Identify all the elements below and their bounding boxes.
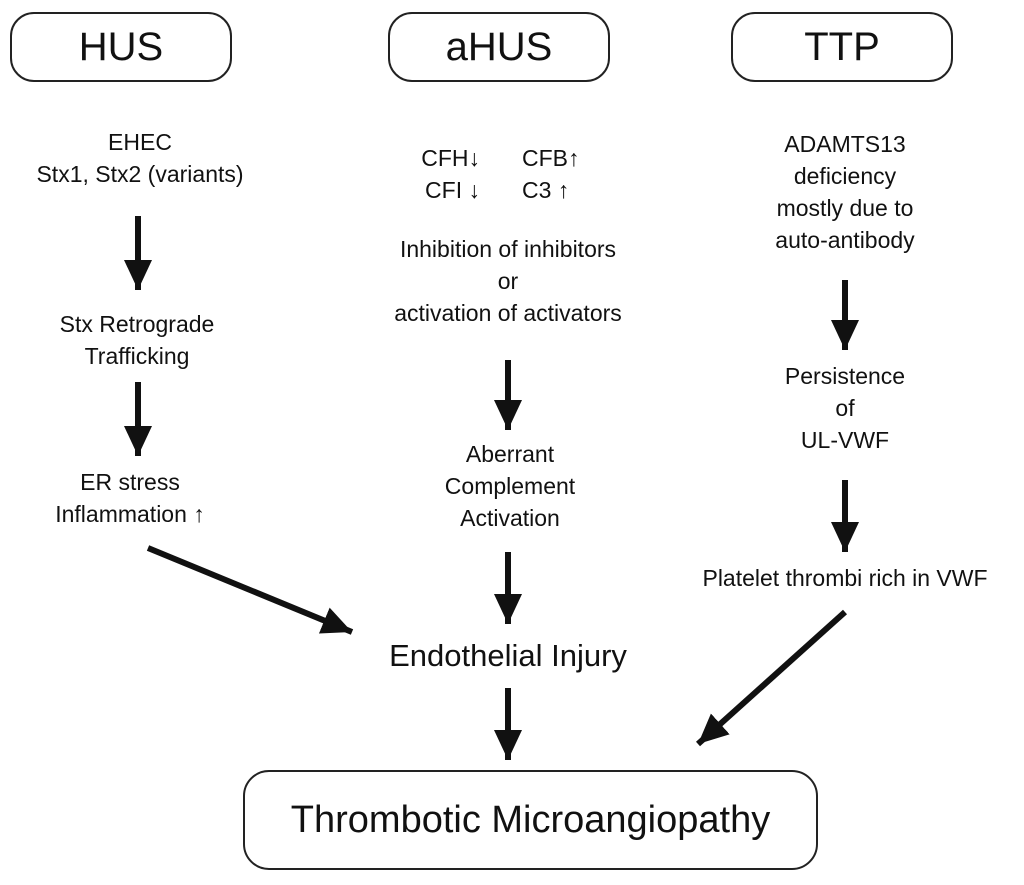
- hus-step2-line: Inflammation ↑: [55, 501, 205, 527]
- arrow-er-to-injury: [146, 545, 354, 635]
- endothelial-injury-label: Endothelial Injury: [389, 638, 627, 673]
- ttp-step-platelet-thrombi: Platelet thrombi rich in VWF: [702, 562, 987, 594]
- outcome-box: Thrombotic Microangiopathy: [243, 770, 818, 870]
- ahus-mutations: CFH↓ CFI ↓ CFB↑ C3 ↑: [380, 142, 600, 206]
- header-hus: HUS: [10, 12, 232, 82]
- arrow-thrombi-to-outcome: [695, 609, 848, 747]
- hus-cause-line: Stx1, Stx2 (variants): [36, 161, 244, 187]
- hus-step2-line: ER stress: [80, 469, 180, 495]
- endothelial-injury: Endothelial Injury: [389, 636, 627, 676]
- ahus-mutation-down: CFH↓: [421, 145, 480, 171]
- ttp-cause: ADAMTS13 deficiency mostly due to auto-a…: [775, 128, 914, 256]
- ahus-mechanism-line: activation of activators: [394, 300, 622, 326]
- ttp-step1-line: UL-VWF: [800, 427, 890, 453]
- header-ttp-label: TTP: [804, 24, 880, 69]
- ahus-step1-line: Aberrant: [465, 441, 555, 467]
- ttp-cause-line: auto-antibody: [775, 227, 915, 253]
- ttp-cause-line: mostly due to: [776, 195, 914, 221]
- ahus-mechanism-line: or: [497, 268, 519, 294]
- header-ahus: aHUS: [388, 12, 610, 82]
- ahus-mutation-up: CFB↑: [522, 145, 580, 171]
- ttp-step1-line: Persistence: [784, 363, 906, 389]
- header-ahus-label: aHUS: [445, 24, 553, 69]
- hus-step-retrograde-trafficking: Stx Retrograde Trafficking: [60, 308, 215, 372]
- ttp-step-persistence: Persistence of UL-VWF: [785, 360, 905, 456]
- ttp-cause-line: ADAMTS13: [784, 131, 906, 157]
- ttp-step2-line: Platelet thrombi rich in VWF: [702, 565, 988, 591]
- hus-step-er-stress: ER stress Inflammation ↑: [55, 466, 205, 530]
- hus-cause-line: EHEC: [108, 129, 172, 155]
- header-ttp: TTP: [731, 12, 953, 82]
- hus-step1-line: Stx Retrograde: [59, 311, 215, 337]
- hus-step1-line: Trafficking: [84, 343, 190, 369]
- ahus-step1-line: Activation: [460, 505, 560, 531]
- ahus-mechanism-line: Inhibition of inhibitors: [399, 236, 617, 262]
- header-hus-label: HUS: [78, 24, 164, 69]
- ahus-mutation-up: C3 ↑: [522, 177, 570, 203]
- hus-cause: EHEC Stx1, Stx2 (variants): [36, 126, 243, 190]
- ahus-step1-line: Complement: [444, 473, 576, 499]
- ttp-step1-line: of: [835, 395, 855, 421]
- outcome-label: Thrombotic Microangiopathy: [290, 798, 771, 841]
- ahus-step-aberrant-complement: Aberrant Complement Activation: [445, 438, 575, 534]
- ahus-mutation-down: CFI ↓: [425, 177, 480, 203]
- ttp-cause-line: deficiency: [793, 163, 897, 189]
- ahus-mechanism: Inhibition of inhibitors or activation o…: [394, 233, 622, 329]
